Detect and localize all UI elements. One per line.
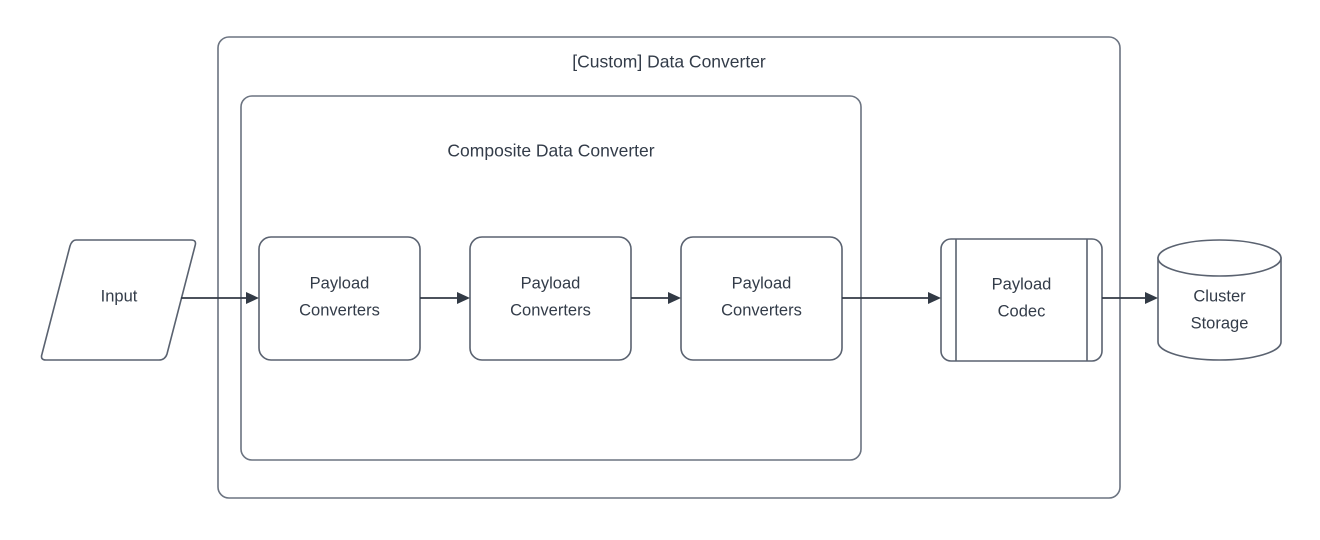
payload-converters-1-label-line2: Converters: [299, 301, 380, 319]
arrow-head-icon: [246, 292, 259, 304]
payload-codec-box: [940, 238, 1103, 362]
custom-data-converter-title: [Custom] Data Converter: [572, 52, 766, 72]
node-payload-converters-2[interactable]: Payload Converters: [469, 236, 632, 361]
edge-input-to-payload-converters-1[interactable]: [181, 292, 259, 304]
node-payload-codec[interactable]: Payload Codec: [940, 238, 1103, 362]
cluster-storage-top: [1157, 239, 1282, 277]
node-cluster-storage[interactable]: Cluster Storage: [1157, 239, 1282, 361]
payload-converters-2-box: [469, 236, 632, 361]
edge-payload-converters-3-to-payload-codec[interactable]: [842, 292, 941, 304]
payload-converters-3-label-line1: Payload: [732, 274, 792, 292]
input-label: Input: [101, 287, 138, 305]
node-payload-converters-3[interactable]: Payload Converters: [680, 236, 843, 361]
payload-converters-1-box: [258, 236, 421, 361]
edge-payload-codec-to-cluster-storage[interactable]: [1102, 292, 1158, 304]
payload-codec-label-line2: Codec: [998, 302, 1046, 320]
edge-payload-converters-1-to-2[interactable]: [420, 292, 470, 304]
payload-codec-label-line1: Payload: [992, 275, 1052, 293]
payload-converters-1-label-line1: Payload: [310, 274, 370, 292]
payload-converters-2-label-line2: Converters: [510, 301, 591, 319]
node-input[interactable]: Input: [40, 239, 197, 361]
payload-converters-3-label-line2: Converters: [721, 301, 802, 319]
input-parallelogram: [40, 239, 197, 361]
arrow-head-icon: [1145, 292, 1158, 304]
cluster-storage-label-line2: Storage: [1191, 314, 1249, 332]
payload-converters-3-box: [680, 236, 843, 361]
node-payload-converters-1[interactable]: Payload Converters: [258, 236, 421, 361]
cluster-storage-body: [1157, 257, 1282, 361]
composite-data-converter-title: Composite Data Converter: [447, 141, 654, 161]
edge-payload-converters-2-to-3[interactable]: [631, 292, 681, 304]
cluster-storage-label-line1: Cluster: [1193, 287, 1246, 305]
payload-converters-2-label-line1: Payload: [521, 274, 581, 292]
arrow-head-icon: [928, 292, 941, 304]
arrow-head-icon: [457, 292, 470, 304]
arrow-head-icon: [668, 292, 681, 304]
